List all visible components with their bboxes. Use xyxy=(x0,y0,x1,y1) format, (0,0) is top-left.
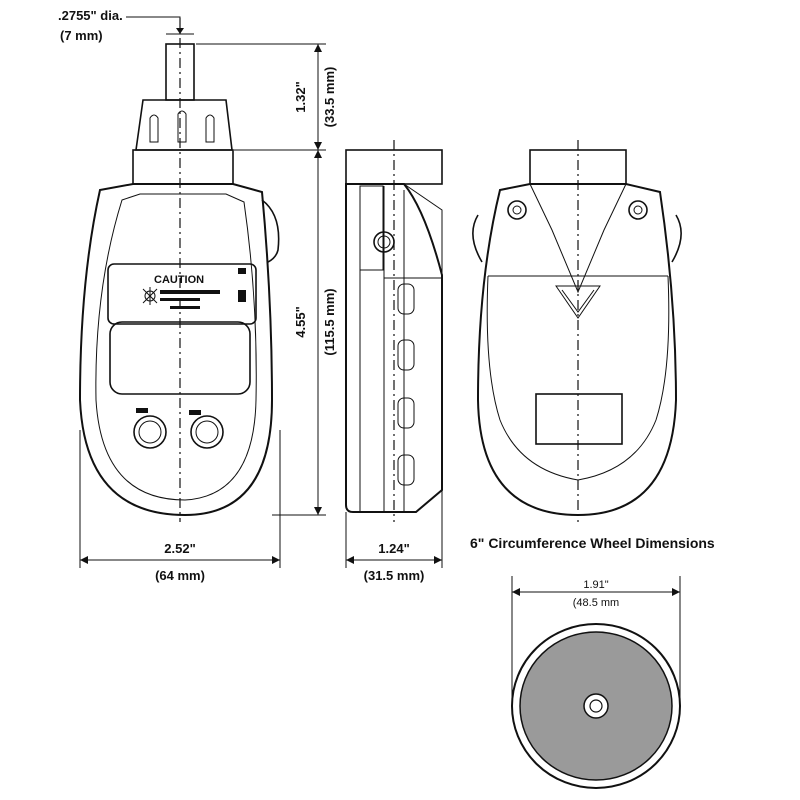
wheel-dia-in-label: 1.91" xyxy=(583,579,608,591)
height-in-label: 4.55" xyxy=(293,306,308,337)
width-dimension: 2.52" (64 mm) xyxy=(79,430,281,583)
width-mm-label: (64 mm) xyxy=(155,568,205,583)
rear-body xyxy=(476,183,678,517)
test-button[interactable] xyxy=(189,410,224,449)
depth-dimension: 1.24" (31.5 mm) xyxy=(345,490,443,583)
body-height-dimension: 4.55" (115.5 mm) xyxy=(272,150,337,516)
shaft-dia-callout: .2755" dia. (7 mm) xyxy=(58,8,194,43)
rear-screw-right xyxy=(628,200,648,220)
memory-button[interactable] xyxy=(133,408,167,449)
shaft-dia-in-label: .2755" dia. xyxy=(58,8,123,23)
neck xyxy=(132,149,234,185)
wheel-axle-hole xyxy=(589,699,603,713)
depth-mm-label: (31.5 mm) xyxy=(364,568,425,583)
rear-screw-left xyxy=(507,200,527,220)
wheel-title: 6" Circumference Wheel Dimensions xyxy=(470,535,715,551)
caution-text: CAUTION xyxy=(154,274,204,286)
wheel-diameter-dimension: 1.91" (48.5 mm xyxy=(511,576,681,706)
wheel xyxy=(511,623,681,789)
height-mm-label: (115.5 mm) xyxy=(322,288,337,355)
depth-in-label: 1.24" xyxy=(378,541,409,556)
side-view xyxy=(345,140,443,522)
laser-warning-icon xyxy=(142,287,158,305)
wheel-dia-mm-label: (48.5 mm xyxy=(573,597,619,609)
shaft-length-dimension: 1.32" (33.5 mm) xyxy=(196,43,337,151)
battery-cover xyxy=(535,393,623,445)
shaft-length-mm-label: (33.5 mm) xyxy=(322,67,337,128)
rear-view xyxy=(472,140,682,522)
width-in-label: 2.52" xyxy=(164,541,195,556)
caution-label xyxy=(107,263,257,325)
shaft-length-in-label: 1.32" xyxy=(293,81,308,112)
shaft-dia-mm-label: (7 mm) xyxy=(60,28,103,43)
front-body xyxy=(78,183,274,517)
front-view: CAUTION xyxy=(78,18,280,522)
